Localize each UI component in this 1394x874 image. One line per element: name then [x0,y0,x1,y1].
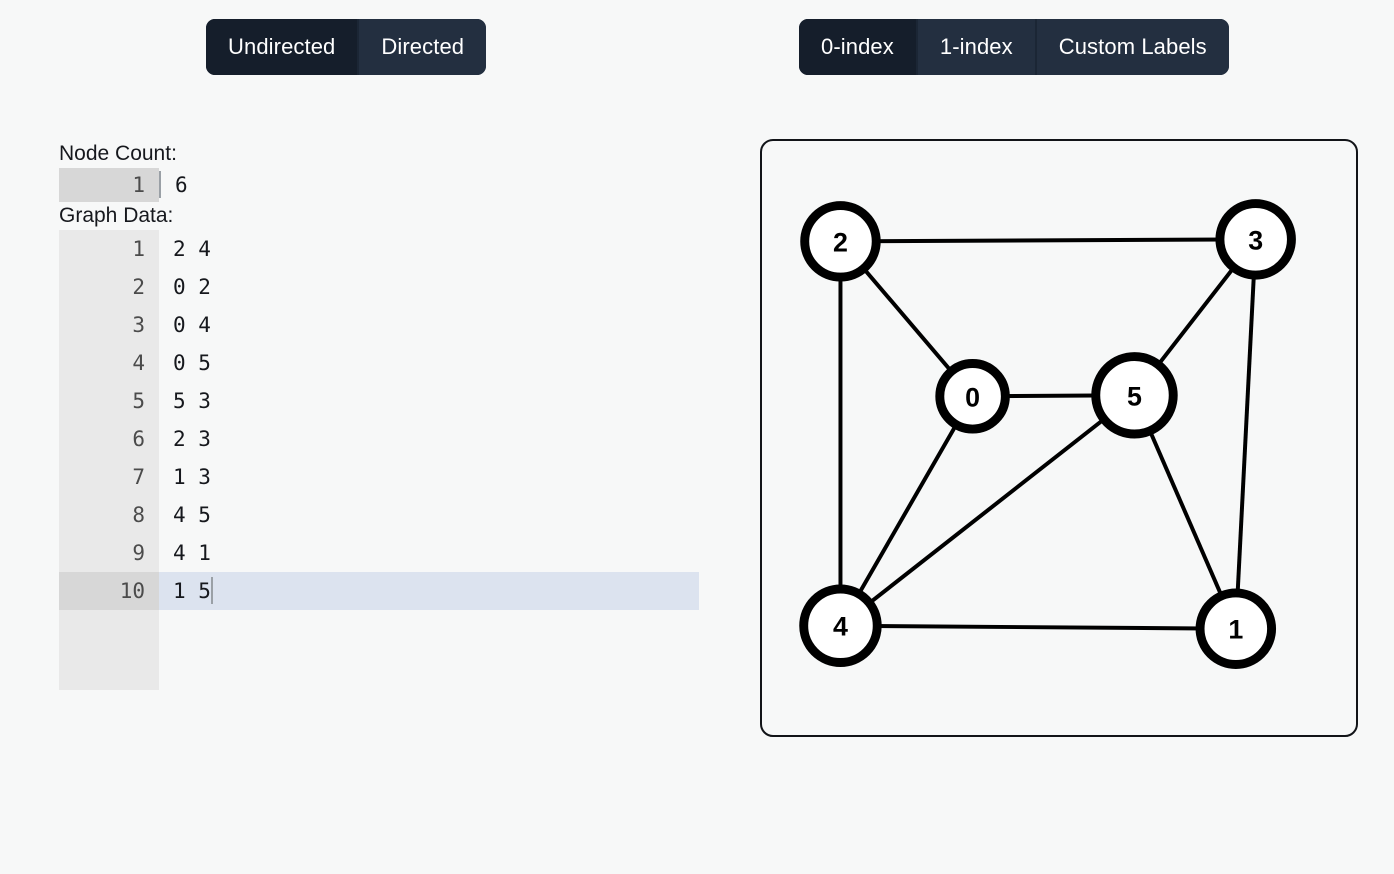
graph-data-line[interactable]: 10 1 5 [59,572,699,610]
graph-data-line[interactable]: 2 0 2 [59,268,699,306]
graph-data-gutter [59,230,159,690]
graph-node-label: 4 [833,612,848,642]
graph-data-line[interactable]: 3 0 4 [59,306,699,344]
node-count-label: Node Count: [59,142,177,165]
graph-mode-button-directed[interactable]: Directed [359,19,487,75]
graph-data-line[interactable]: 9 4 1 [59,534,699,572]
graph-data-line-number: 1 [132,237,145,261]
graph-canvas-panel[interactable]: 2 3 0 5 4 1 [760,139,1358,737]
graph-data-line-number: 8 [132,503,145,527]
graph-data-line-text[interactable]: 4 1 [173,541,211,565]
node-count-text-caret [159,170,161,198]
graph-edge [838,395,975,627]
graph-node[interactable]: 4 [799,584,882,667]
index-mode-button-1-index[interactable]: 1-index [917,19,1035,75]
graph-data-line-number: 3 [132,313,145,337]
graph-node-label: 1 [1228,615,1243,645]
graph-data-line-number: 9 [132,541,145,565]
graph-data-line-number: 5 [132,389,145,413]
graph-data-line[interactable]: 1 2 4 [59,230,699,268]
graph-data-line-text[interactable]: 0 4 [173,313,211,337]
graph-edge-layer [838,237,1258,631]
graph-node[interactable]: 2 [800,201,881,282]
graph-data-line-text[interactable]: 2 4 [173,237,211,261]
graph-node-circle[interactable] [1091,352,1178,439]
graph-data-line-text[interactable]: 0 5 [173,351,211,375]
graph-node-label: 5 [1127,381,1142,411]
graph-node-circle[interactable] [800,201,881,282]
graph-mode-button-divider [357,19,360,75]
graph-node-label: 2 [833,227,848,257]
graph-node[interactable]: 3 [1215,199,1296,280]
index-mode-button-divider [915,19,918,75]
graph-node-circle[interactable] [1195,588,1277,669]
graph-edge [840,237,1256,244]
graph-node-label: 3 [1248,225,1263,255]
graph-data-line-text[interactable]: 2 3 [173,427,211,451]
graph-node[interactable]: 0 [935,359,1010,434]
graph-node-label: 0 [965,382,980,412]
node-count-active-line-highlight [159,168,699,206]
graph-data-line[interactable]: 8 4 5 [59,496,699,534]
graph-data-line-number: 2 [132,275,145,299]
graph-data-line[interactable]: 6 2 3 [59,420,699,458]
graph-edge [1233,239,1258,629]
graph-node[interactable]: 5 [1091,352,1178,439]
graph-data-input[interactable]: 1 2 4 2 0 2 3 0 4 4 0 5 5 5 3 6 2 3 7 1 3 8 4 5 9 4 1 10 1 … [59,230,699,690]
graph-data-line[interactable]: 5 5 3 [59,382,699,420]
graph-node-circle[interactable] [1215,199,1296,280]
index-mode-button-divider [1034,19,1037,75]
graph-edge [839,393,1136,628]
node-count-line-number: 1 [132,173,145,197]
graph-data-line[interactable]: 7 1 3 [59,458,699,496]
graph-data-line-text[interactable]: 5 3 [173,389,211,413]
graph-data-line-number: 4 [132,351,145,375]
graph-mode-button-undirected[interactable]: Undirected [206,19,358,75]
graph-data-line-number: 7 [132,465,145,489]
graph-data-line-number: 6 [132,427,145,451]
node-count-line-text[interactable]: 6 [175,173,188,197]
graph-data-line-number: 10 [119,579,145,603]
graph-node[interactable]: 1 [1195,588,1277,669]
graph-node-circle[interactable] [935,359,1010,434]
index-mode-button-custom-labels[interactable]: Custom Labels [1036,19,1229,75]
node-count-active-gutter-highlight [59,168,159,202]
graph-data-active-line-highlight [159,572,699,610]
graph-data-active-gutter-highlight [59,572,159,610]
graph-data-label: Graph Data: [59,204,174,227]
graph-data-text-caret [210,576,213,604]
graph-edge [840,623,1236,631]
graph-svg: 2 3 0 5 4 1 [799,199,1296,669]
graph-node-circle[interactable] [799,584,882,667]
graph-data-line-text[interactable]: 4 5 [173,503,211,527]
graph-data-line-text[interactable]: 0 2 [173,275,211,299]
graph-data-line-text[interactable]: 1 3 [173,465,211,489]
index-mode-button-0-index[interactable]: 0-index [799,19,916,75]
graph-data-line-text[interactable]: 1 5 [173,579,211,603]
graph-data-line[interactable]: 4 0 5 [59,344,699,382]
